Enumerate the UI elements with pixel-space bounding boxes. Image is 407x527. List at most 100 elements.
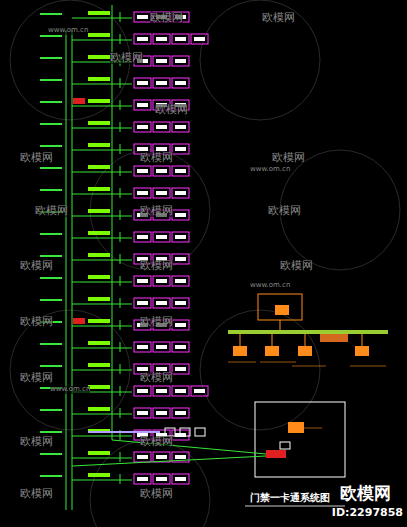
- riser-line: [66, 30, 67, 510]
- branch: [120, 232, 121, 242]
- floor-wire: [72, 194, 132, 195]
- floor-wire: [72, 106, 132, 107]
- door-unit-mark: [194, 37, 205, 41]
- floor-wire: [72, 84, 132, 85]
- floor-row: [40, 341, 189, 352]
- floor-wire: [72, 282, 132, 283]
- panel-tag: [88, 363, 110, 367]
- floor-tag: [40, 277, 62, 279]
- door-unit: [153, 298, 170, 308]
- door-unit-mark: [137, 81, 148, 85]
- door-unit-mark: [137, 455, 148, 459]
- floor-tag: [40, 79, 62, 81]
- door-unit-mark: [137, 103, 148, 107]
- door-unit: [134, 100, 151, 110]
- door-unit: [172, 408, 189, 418]
- door-unit: [172, 188, 189, 198]
- watermark: 欧模网: [20, 488, 53, 500]
- wire: [305, 334, 306, 346]
- door-unit-mark: [175, 81, 186, 85]
- note-line: [292, 366, 326, 367]
- watermark: 欧模网: [140, 205, 173, 217]
- door-unit: [134, 474, 151, 484]
- note-line: [304, 428, 322, 429]
- floor-wire: [72, 436, 132, 437]
- floor-row: [40, 473, 189, 484]
- watermark: 欧模网: [140, 316, 173, 328]
- door-unit: [172, 166, 189, 176]
- door-unit-mark: [156, 389, 167, 393]
- riser-line: [112, 5, 113, 440]
- door-unit-mark: [156, 367, 167, 371]
- door-unit: [172, 298, 189, 308]
- bus-segment: [88, 431, 160, 433]
- floor-wire: [72, 150, 132, 151]
- door-unit-mark: [137, 169, 148, 173]
- floor-tag: [40, 233, 62, 235]
- panel-tag: [88, 143, 110, 147]
- floor-tag: [40, 167, 62, 169]
- panel-tag: [88, 209, 110, 213]
- door-unit-mark: [175, 59, 186, 63]
- diagram-title: 门禁一卡通系统图: [250, 492, 330, 503]
- trunk-wire: [112, 440, 266, 454]
- branch: [120, 210, 121, 220]
- door-unit-mark: [137, 147, 148, 151]
- device-symbol: [165, 428, 175, 436]
- door-unit: [153, 474, 170, 484]
- floor-row: [40, 121, 189, 132]
- door-unit: [172, 474, 189, 484]
- door-unit-mark: [137, 279, 148, 283]
- note-line: [350, 366, 386, 367]
- door-unit-mark: [156, 169, 167, 173]
- door-unit: [172, 56, 189, 66]
- door-unit: [134, 452, 151, 462]
- server-symbol: [275, 305, 289, 315]
- door-unit-mark: [175, 323, 186, 327]
- door-unit: [172, 320, 189, 330]
- watermark: 欧模网: [110, 52, 143, 64]
- watermark: www.om.cn: [250, 166, 290, 174]
- wire: [362, 334, 363, 346]
- floor-row: [40, 297, 189, 308]
- watermark: 欧模网: [140, 488, 173, 500]
- floor-wire: [72, 480, 132, 481]
- site-mark: ID:2297858: [332, 507, 403, 519]
- floor-tag: [40, 475, 62, 477]
- door-unit-mark: [175, 455, 186, 459]
- door-unit-mark: [175, 213, 186, 217]
- door-unit: [153, 452, 170, 462]
- watermark: 欧模网: [262, 12, 295, 24]
- branch: [120, 474, 121, 484]
- watermark: 欧模网: [140, 152, 173, 164]
- panel-tag: [88, 11, 110, 15]
- panel-tag: [88, 33, 110, 37]
- floor-wire: [72, 172, 132, 173]
- door-unit-mark: [156, 81, 167, 85]
- door-unit: [153, 342, 170, 352]
- panel-tag: [88, 187, 110, 191]
- door-unit-mark: [137, 477, 148, 481]
- branch: [120, 276, 121, 286]
- door-unit: [134, 34, 151, 44]
- watermark: 欧模网: [20, 152, 53, 164]
- floor-wire: [72, 18, 132, 19]
- floor-row: [40, 187, 189, 198]
- watermark: www.om.cn: [48, 27, 88, 35]
- branch: [120, 78, 121, 88]
- door-unit-mark: [156, 279, 167, 283]
- door-unit: [172, 254, 189, 264]
- server-box: [258, 294, 302, 320]
- door-unit-mark: [137, 389, 148, 393]
- watermark-circle: [200, 0, 320, 120]
- panel-tag: [88, 99, 110, 103]
- door-unit-mark: [137, 411, 148, 415]
- door-unit: [172, 122, 189, 132]
- branch: [120, 342, 121, 352]
- door-unit-mark: [175, 389, 186, 393]
- door-unit-mark: [175, 235, 186, 239]
- terminal-symbol: [355, 346, 369, 356]
- terminal-symbol: [265, 346, 279, 356]
- watermark: www.om.cn: [50, 386, 90, 394]
- floor-wire: [72, 260, 132, 261]
